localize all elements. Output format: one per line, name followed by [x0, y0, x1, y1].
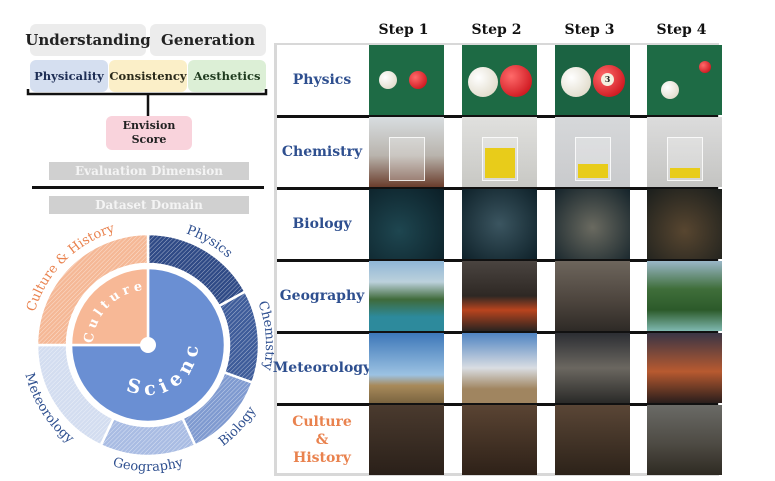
image-biology-step-3	[555, 189, 630, 259]
row-geography: Geography	[277, 261, 722, 331]
image-biology-step-4	[647, 189, 722, 259]
row-label: Culture & History	[292, 413, 352, 467]
row-culture-history: Culture & History	[277, 405, 722, 475]
tab-generation: Generation	[150, 24, 266, 56]
image-culture-history-step-2	[462, 405, 537, 475]
step-header-3: Step 3	[564, 22, 615, 38]
red-ball	[409, 71, 427, 89]
row-label: Chemistry	[281, 143, 363, 160]
segment-hatch	[148, 234, 246, 306]
step-header-1: Step 1	[378, 22, 429, 38]
ball-number: 3	[601, 73, 614, 86]
row-label: Geography	[279, 287, 365, 304]
image-geography-step-1	[369, 261, 444, 331]
image-meteorology-step-3	[555, 333, 630, 403]
row-biology: Biology	[277, 189, 722, 259]
segment-hatch	[100, 418, 196, 456]
row-meteorology: Meteorology	[272, 333, 722, 403]
image-geography-step-3	[555, 261, 630, 331]
image-physics-step-4	[647, 45, 722, 115]
cue-ball	[561, 67, 591, 97]
row-separator	[277, 187, 718, 190]
brace	[26, 89, 268, 116]
dimension-consistency: Consistency	[109, 60, 187, 92]
beaker	[482, 137, 518, 181]
dataset-domain-band: Dataset Domain	[49, 196, 249, 214]
evaluation-dimension-band: Evaluation Dimension	[49, 162, 249, 180]
cue-ball	[468, 67, 498, 97]
image-culture-history-step-4	[647, 405, 722, 475]
image-geography-step-2	[462, 261, 537, 331]
beaker	[667, 137, 703, 181]
row-label: Meteorology	[272, 359, 372, 376]
outer-label-geography: Geography	[111, 455, 185, 475]
red-ball	[500, 65, 532, 97]
divider	[32, 186, 264, 189]
image-physics-step-2	[462, 45, 537, 115]
image-meteorology-step-2	[462, 333, 537, 403]
row-label: Physics	[292, 71, 352, 88]
tab-understanding: Understanding	[25, 24, 151, 56]
yellow-liquid	[670, 168, 700, 178]
image-biology-step-2	[462, 189, 537, 259]
image-biology-step-1	[369, 189, 444, 259]
segment-hatch	[182, 372, 253, 446]
row-label: Biology	[292, 215, 352, 232]
envision-score-box: Envision Score	[106, 116, 192, 150]
segment-hatch	[218, 291, 259, 383]
dimension-aesthetics: Aesthetics	[188, 60, 266, 92]
image-physics-step-3: 3	[555, 45, 630, 115]
step-header-2: Step 2	[471, 22, 522, 38]
dimension-physicality: Physicality	[30, 60, 108, 92]
cue-ball	[379, 71, 397, 89]
center-dot	[140, 337, 156, 353]
row-separator	[277, 331, 718, 334]
row-separator	[277, 403, 718, 406]
beaker	[389, 137, 425, 181]
image-chemistry-step-1	[369, 117, 444, 187]
image-chemistry-step-4	[647, 117, 722, 187]
image-geography-step-4	[647, 261, 722, 331]
image-meteorology-step-4	[647, 333, 722, 403]
inner-science	[69, 266, 227, 424]
beaker	[575, 137, 611, 181]
image-chemistry-step-2	[462, 117, 537, 187]
domain-sunburst: PhysicsChemistryBiologyGeographyMeteorol…	[0, 220, 277, 475]
row-separator	[277, 259, 718, 262]
red-ball: 3	[593, 65, 625, 97]
cue-ball	[661, 81, 679, 99]
yellow-liquid	[485, 148, 515, 178]
segment-hatch	[37, 234, 148, 345]
image-physics-step-1	[369, 45, 444, 115]
segment-hatch	[37, 345, 114, 446]
red-ball	[699, 61, 711, 73]
row-separator	[277, 115, 718, 118]
step-header-4: Step 4	[656, 22, 707, 38]
image-culture-history-step-3	[555, 405, 630, 475]
image-meteorology-step-1	[369, 333, 444, 403]
row-chemistry: Chemistry	[277, 117, 722, 187]
yellow-liquid	[578, 164, 608, 178]
row-physics: Physics 3	[277, 45, 722, 115]
image-chemistry-step-3	[555, 117, 630, 187]
image-culture-history-step-1	[369, 405, 444, 475]
